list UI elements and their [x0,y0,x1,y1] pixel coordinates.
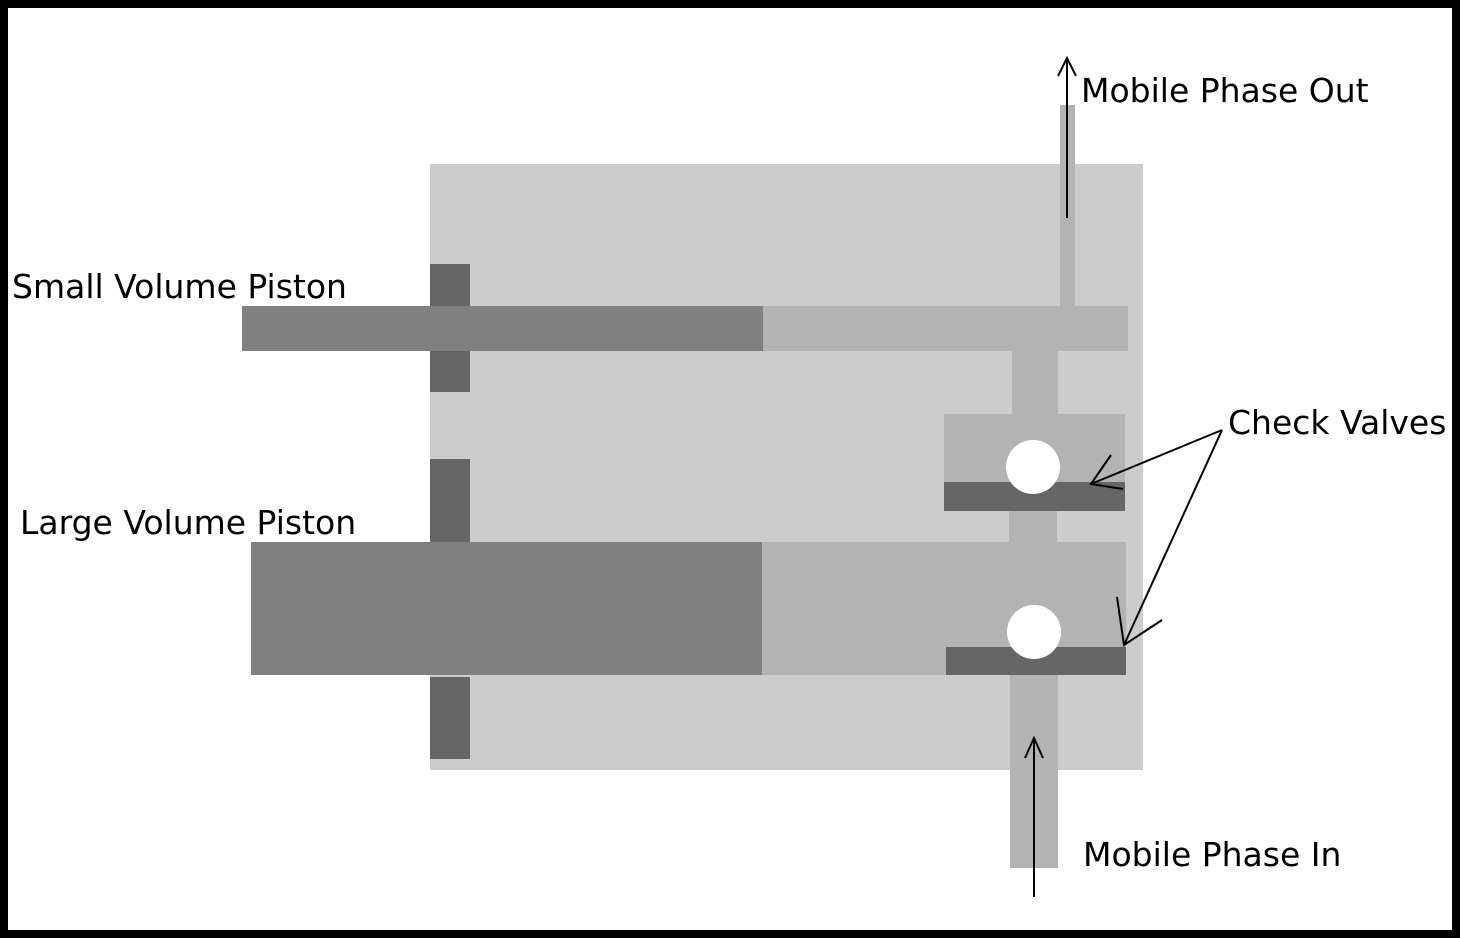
large-piston-seal-top [430,459,470,542]
lower-check-ball [1007,605,1061,659]
connecting-channel-upper [1012,351,1058,414]
inlet-arrow-icon [1024,735,1044,897]
mobile-phase-out-label: Mobile Phase Out [1081,71,1369,110]
large-piston-seal-bottom [430,677,470,759]
small-volume-piston [242,306,763,351]
small-chamber [763,306,1128,351]
small-piston-label: Small Volume Piston [12,267,347,306]
upper-check-ball [1006,440,1060,494]
outlet-arrow-icon [1057,55,1077,218]
upper-valve-pointer-icon [1089,429,1223,490]
lower-valve-pointer-icon [1116,429,1223,647]
check-valves-label: Check Valves [1228,403,1446,442]
large-piston-label: Large Volume Piston [20,503,356,542]
large-volume-piston [251,542,762,675]
mobile-phase-in-label: Mobile Phase In [1083,835,1341,874]
connecting-channel-middle [1009,511,1057,542]
